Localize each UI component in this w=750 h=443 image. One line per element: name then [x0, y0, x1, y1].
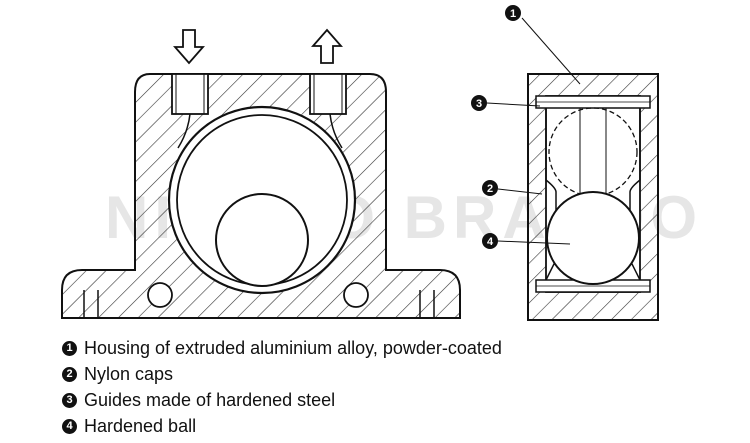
legend-number-badge: 3: [62, 392, 77, 408]
outlet-arrow-up-icon: [311, 28, 343, 64]
svg-text:4: 4: [487, 236, 494, 248]
callout-3: 3: [471, 95, 487, 111]
callout-2: 2: [482, 180, 498, 196]
svg-text:1: 1: [510, 8, 516, 20]
legend-item-guides: 3 Guides made of hardened steel: [62, 387, 502, 413]
legend-number-badge: 2: [62, 366, 77, 382]
housing-front-view: [61, 73, 461, 319]
legend-number-badge: 4: [62, 418, 77, 434]
svg-text:2: 2: [487, 183, 493, 195]
legend-item-nylon-caps: 2 Nylon caps: [62, 361, 502, 387]
legend-text: Nylon caps: [84, 363, 174, 384]
legend-text: Housing of extruded aluminium alloy, pow…: [84, 337, 502, 358]
callout-4: 4: [482, 233, 498, 249]
legend: 1 Housing of extruded aluminium alloy, p…: [62, 335, 502, 439]
legend-item-housing: 1 Housing of extruded aluminium alloy, p…: [62, 335, 502, 361]
svg-text:3: 3: [476, 98, 482, 110]
legend-text: Guides made of hardened steel: [84, 389, 336, 410]
housing-side-view: [527, 73, 659, 321]
legend-text: Hardened ball: [84, 415, 197, 436]
legend-number-badge: 1: [62, 340, 77, 356]
inlet-arrow-down-icon: [173, 29, 205, 65]
legend-item-ball: 4 Hardened ball: [62, 413, 502, 439]
callout-1: 1: [505, 5, 521, 21]
